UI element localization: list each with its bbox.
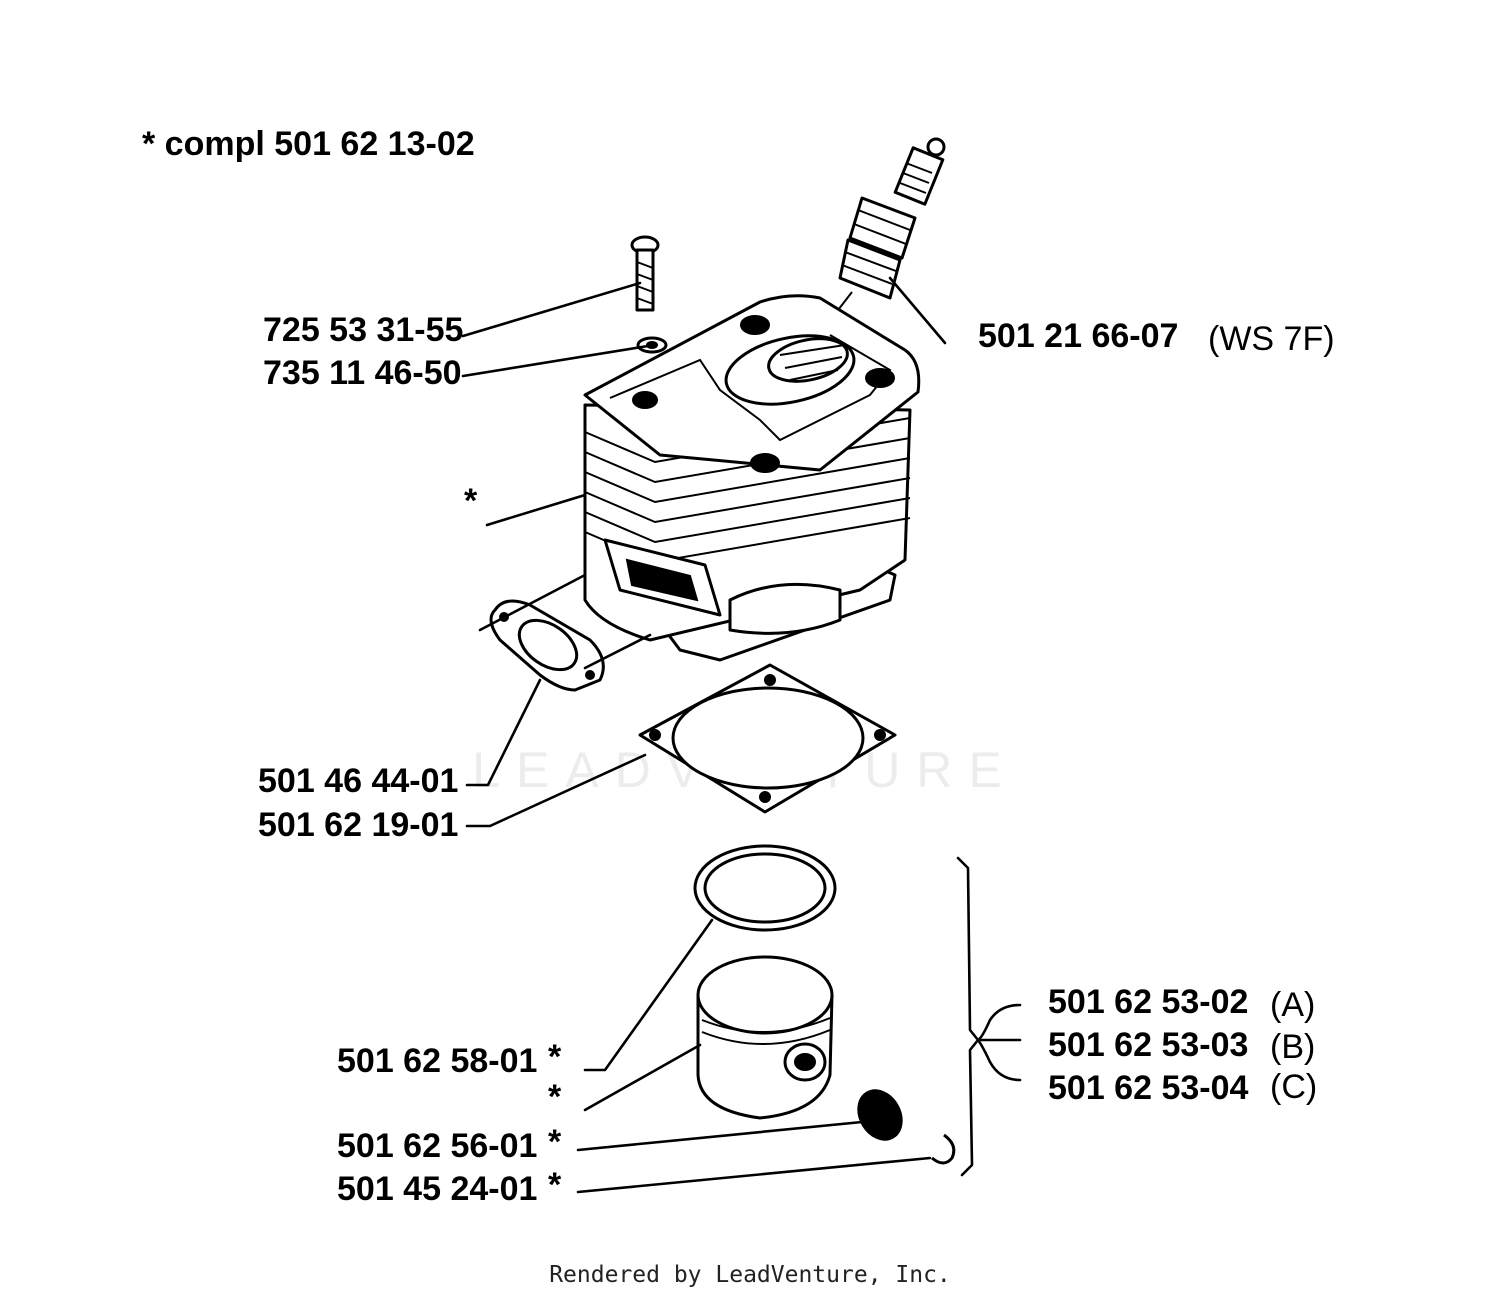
cylinder [583, 294, 921, 662]
spark-plug [817, 137, 946, 337]
label-bearing: 501 62 56-01 [337, 1127, 537, 1165]
label-cylinder-star: * [464, 482, 478, 520]
label-bearing-star: * [548, 1123, 562, 1161]
washer [636, 336, 668, 354]
label-cylinder-gasket: 501 62 19-01 [258, 806, 458, 844]
label-piston-b-tag: (B) [1270, 1028, 1315, 1066]
label-washer: 735 11 46-50 [263, 354, 462, 392]
label-piston-c: 501 62 53-04 [1048, 1069, 1248, 1107]
needle-bearing [857, 1089, 903, 1141]
label-circlip: 501 45 24-01 [337, 1170, 537, 1208]
label-piston-b: 501 62 53-03 [1048, 1026, 1248, 1064]
label-spark-plug: 501 21 66-07 [978, 317, 1178, 355]
muffler-gasket [489, 599, 605, 692]
piston-ring [693, 844, 837, 932]
screw [630, 235, 660, 312]
header-note: * compl 501 62 13-02 [142, 125, 475, 163]
label-piston-star: * [548, 1078, 562, 1116]
piston [696, 955, 834, 1120]
label-piston-ring-star: * [548, 1038, 562, 1076]
label-spark-plug-type: (WS 7F) [1208, 320, 1335, 358]
label-circlip-star: * [548, 1166, 562, 1204]
label-piston-ring: 501 62 58-01 [337, 1042, 537, 1080]
label-piston-c-tag: (C) [1270, 1068, 1317, 1106]
label-screw: 725 53 31-55 [263, 311, 463, 349]
footer-credit: Rendered by LeadVenture, Inc. [549, 1262, 951, 1288]
label-piston-a-tag: (A) [1270, 986, 1315, 1024]
cylinder-gasket [638, 663, 897, 814]
circlip [931, 1133, 956, 1165]
label-piston-a: 501 62 53-02 [1048, 983, 1248, 1021]
label-muffler-gasket: 501 46 44-01 [258, 762, 458, 800]
